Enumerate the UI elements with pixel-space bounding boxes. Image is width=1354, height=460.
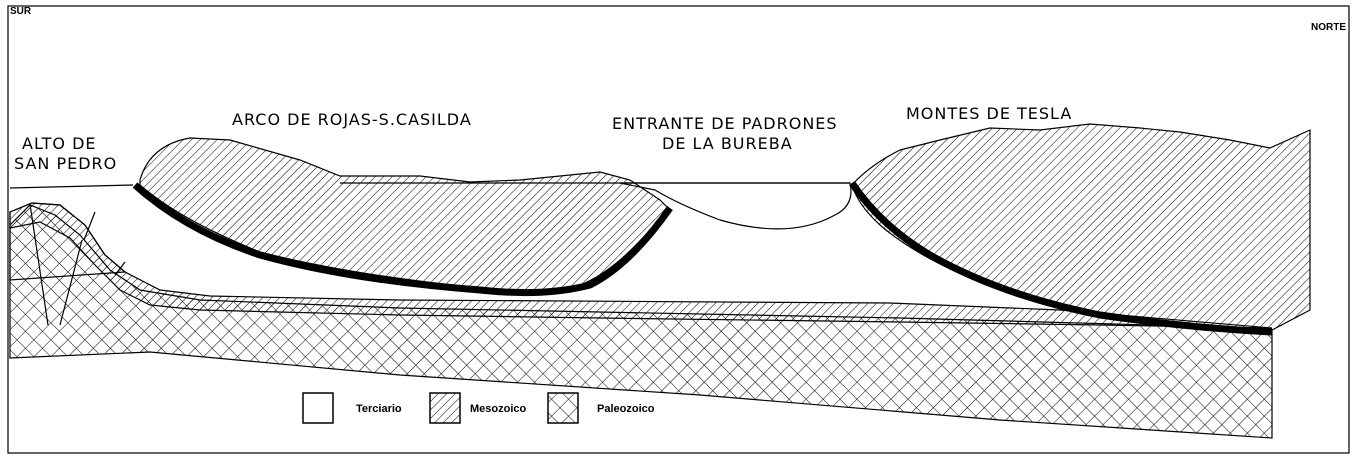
label-alto-san-pedro-1: ALTO DE: [22, 134, 97, 153]
legend-swatch-mesozoico: [429, 392, 461, 424]
orientation-south: SUR: [10, 6, 32, 17]
legend-swatch-paleozoico: [547, 392, 579, 424]
alto-san-pedro-faults: [29, 203, 126, 326]
alto-san-pedro-block: [9, 202, 127, 281]
label-entrante-padrones-2: DE LA BUREBA: [662, 134, 793, 153]
legend-label-terciario: Terciario: [356, 403, 402, 415]
orientation-north: NORTE: [1311, 22, 1346, 33]
montes-tesla-sheet: [851, 123, 1311, 331]
label-arco-rojas: ARCO DE ROJAS-S.CASILDA: [232, 110, 472, 129]
legend-swatch-terciario: [302, 392, 334, 424]
figure-frame: [7, 5, 1350, 454]
label-entrante-padrones-1: ENTRANTE DE PADRONES: [612, 114, 838, 133]
label-alto-san-pedro-2: SAN PEDRO: [14, 154, 118, 173]
alto-san-pedro-surface: [9, 184, 134, 189]
montes-tesla-thrust-fault: [849, 181, 1273, 336]
label-montes-tesla: MONTES DE TESLA: [906, 104, 1073, 123]
arco-rojas-sheet: [139, 137, 669, 292]
terciario-basin: [619, 182, 852, 230]
legend-label-paleozoico: Paleozoico: [597, 403, 655, 415]
legend-label-mesozoico: Mesozoico: [470, 403, 527, 415]
arco-rojas-thrust-fault: [132, 182, 673, 297]
